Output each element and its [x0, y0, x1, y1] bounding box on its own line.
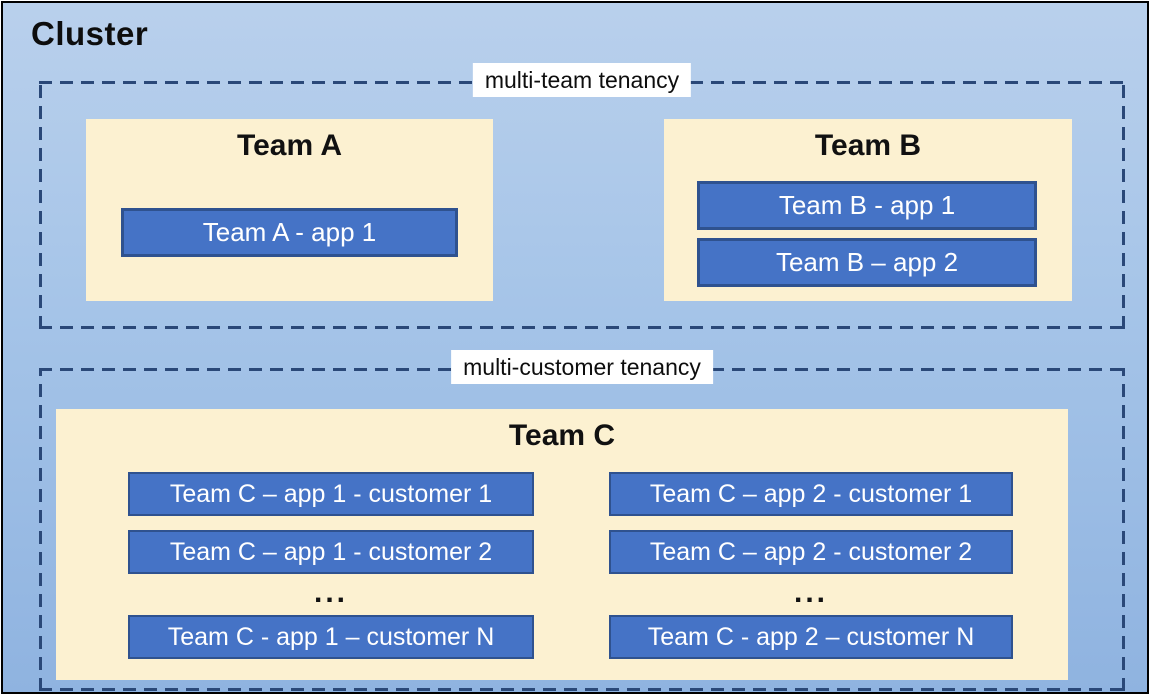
- team-c-app2-ellipsis: ...: [793, 576, 828, 609]
- team-b-box: Team B Team B - app 1 Team B – app 2: [664, 119, 1072, 301]
- team-a-box: Team A Team A - app 1: [86, 119, 493, 301]
- zone-multi-customer-tenancy: multi-customer tenancy Team C Team C – a…: [39, 350, 1125, 691]
- team-c-app2-column: Team C – app 2 - customer 1 Team C – app…: [609, 472, 1013, 660]
- team-c-app2-customerN-box: Team C - app 2 – customer N: [609, 615, 1013, 659]
- zone-multi-customer-label: multi-customer tenancy: [451, 350, 713, 384]
- team-c-app1-column: Team C – app 1 - customer 1 Team C – app…: [128, 472, 534, 660]
- zone-multi-team-tenancy: multi-team tenancy Team A Team A - app 1…: [39, 63, 1125, 329]
- team-c-app1-customer2-box: Team C – app 1 - customer 2: [128, 530, 534, 574]
- team-c-box: Team C Team C – app 1 - customer 1 Team …: [56, 409, 1068, 680]
- team-b-app-1-box: Team B - app 1: [697, 181, 1037, 230]
- team-b-app-2-box: Team B – app 2: [697, 238, 1037, 287]
- team-c-title: Team C: [508, 419, 616, 452]
- team-c-app1-customer1-box: Team C – app 1 - customer 1: [128, 472, 534, 516]
- zone-multi-team-label: multi-team tenancy: [472, 63, 692, 97]
- team-a-app-1-box: Team A - app 1: [121, 208, 458, 257]
- team-c-app2-customer2-box: Team C – app 2 - customer 2: [609, 530, 1013, 574]
- team-c-app1-customerN-box: Team C - app 1 – customer N: [128, 615, 534, 659]
- team-b-title: Team B: [814, 129, 922, 162]
- cluster-title: Cluster: [31, 15, 149, 52]
- team-c-app2-customer1-box: Team C – app 2 - customer 1: [609, 472, 1013, 516]
- team-c-app1-ellipsis: ...: [313, 576, 348, 609]
- team-a-title: Team A: [236, 129, 343, 162]
